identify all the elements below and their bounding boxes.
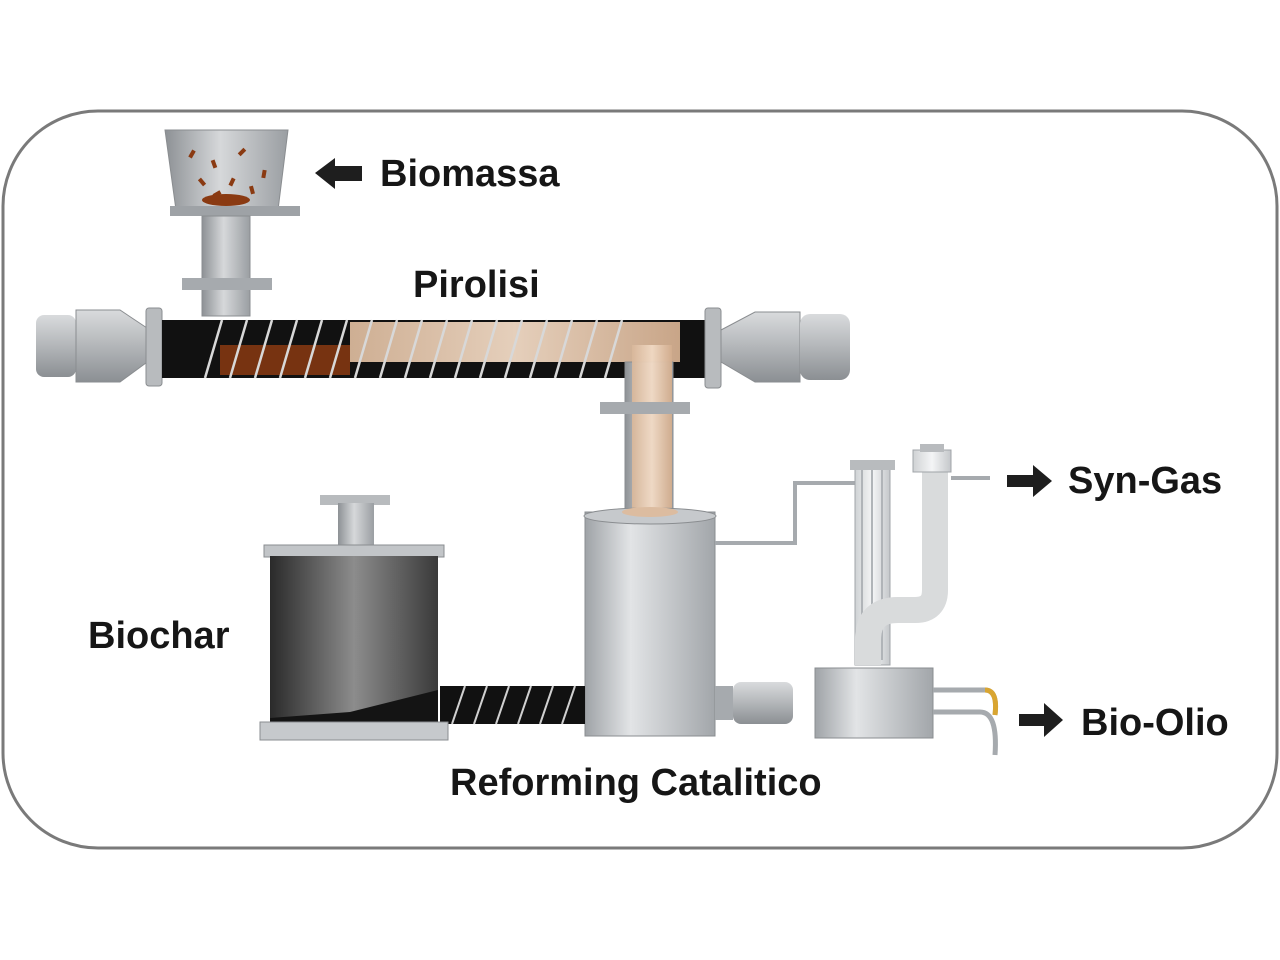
biochar-conveyor <box>440 685 585 725</box>
label-reforming: Reforming Catalitico <box>450 762 822 804</box>
label-biomass: Biomassa <box>380 153 560 195</box>
biomass-input-arrow <box>315 158 362 189</box>
syngas-output-arrow <box>1007 465 1052 497</box>
label-pyrolysis: Pirolisi <box>413 264 540 306</box>
gas-pipe <box>715 481 858 545</box>
pyrolysis-reactor <box>36 307 850 389</box>
label-biochar: Biochar <box>88 615 230 657</box>
biooil-output-arrow <box>1019 703 1063 737</box>
condenser <box>814 444 998 756</box>
label-syngas: Syn-Gas <box>1068 460 1223 502</box>
vapor-riser <box>600 345 690 523</box>
label-biooil: Bio-Olio <box>1081 702 1229 744</box>
reforming-tank <box>583 507 793 737</box>
biochar-bin <box>259 495 449 741</box>
biomass-hopper <box>164 129 300 317</box>
